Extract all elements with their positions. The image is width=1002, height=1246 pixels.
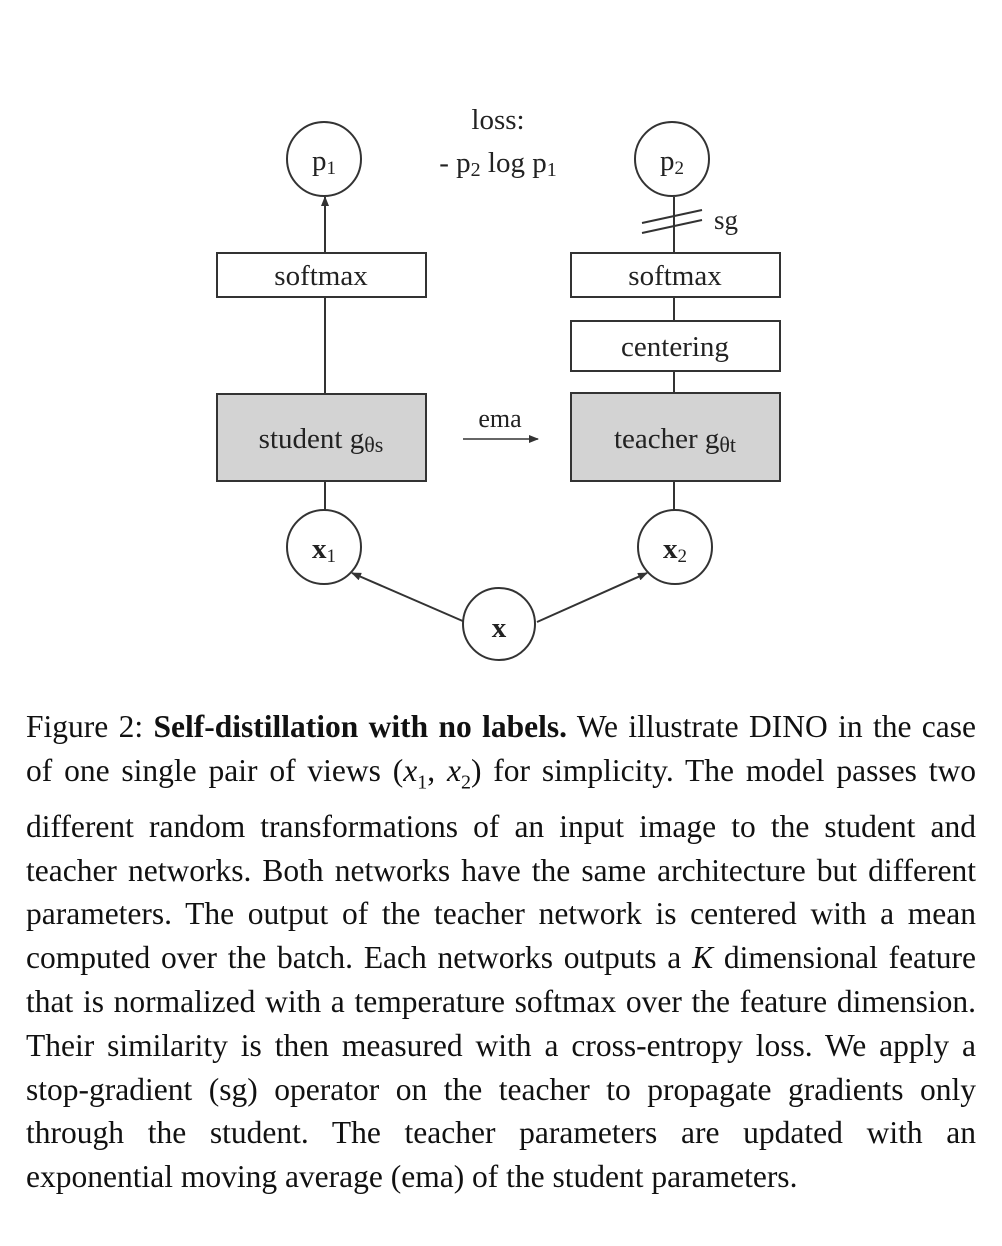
svg-text:softmax: softmax [274,260,368,292]
caption-x1: x [403,752,418,788]
student-softmax-box: softmax [216,252,427,298]
caption-comma: , [427,752,447,788]
p2-node: p2 [634,121,710,197]
x2-node: x2 [637,509,713,585]
loss-label: loss: [471,104,524,136]
svg-text:p1: p1 [312,145,336,179]
loss-formula: - p2 log p1 [439,147,556,181]
svg-text:x2: x2 [663,533,687,567]
caption-title: Self-distillation with no labels. [153,709,568,744]
teacher-network-box: teacher gθt [570,392,781,482]
caption-text-1: We illustrate DINO in the case of one si… [26,709,977,788]
student-network-box: student gθs [216,393,427,482]
ema-label: ema [478,404,522,433]
x-to-x1-arrow [351,572,466,623]
caption-text-2: ) for simplicity. The model passes two d… [26,752,976,976]
teacher-softmax-box: softmax [570,252,781,298]
figure-caption: Figure 2: Self-distillation with no labe… [26,705,976,1199]
p1-node: p1 [286,121,362,197]
caption-x2: x [446,752,461,788]
svg-text:centering: centering [621,331,729,363]
stop-gradient-mark [641,209,703,234]
x-to-x2-arrow [536,572,648,623]
x-input-node: x [462,587,536,661]
centering-box: centering [570,320,781,372]
caption-text-3: dimensional feature that is normalized w… [26,940,977,1195]
svg-text:softmax: softmax [628,260,722,292]
svg-text:student gθs: student gθs [259,423,384,457]
svg-text:teacher gθt: teacher gθt [614,423,736,457]
caption-x1-sub: 1 [417,771,428,794]
caption-x2-sub: 2 [460,771,471,794]
caption-k: K [692,940,714,976]
svg-text:p2: p2 [660,145,684,179]
x1-node: x1 [286,509,362,585]
sg-label: sg [714,205,738,235]
dino-diagram: loss: - p2 log p1 sg p1 p2 softmax softm… [216,104,781,661]
caption-prefix: Figure 2: [26,709,154,744]
svg-text:x1: x1 [312,533,336,567]
svg-text:x: x [492,612,507,644]
